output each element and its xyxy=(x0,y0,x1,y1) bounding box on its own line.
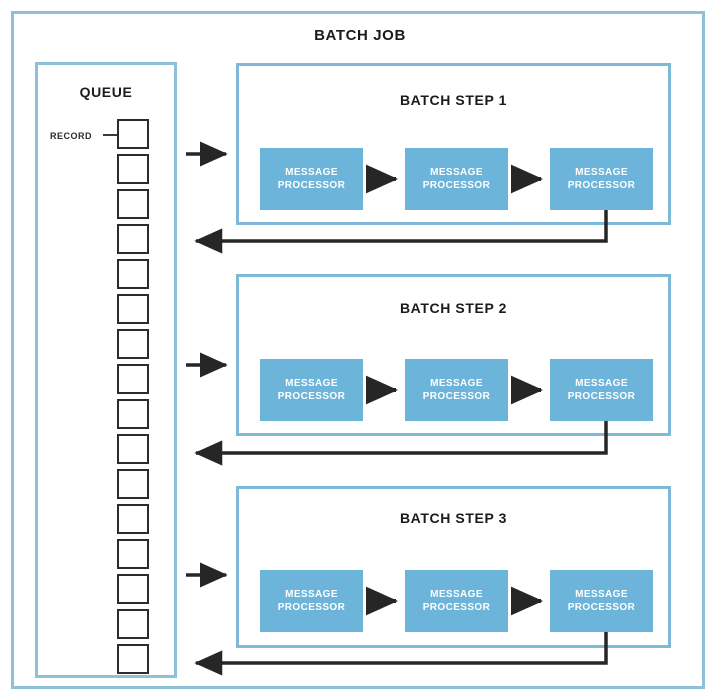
processor-label-line1: MESSAGE xyxy=(430,167,483,178)
queue-panel xyxy=(35,62,177,678)
processor-label-line1: MESSAGE xyxy=(285,167,338,178)
processor-label-line2: PROCESSOR xyxy=(277,391,346,402)
queue-record-13 xyxy=(117,539,149,569)
queue-record-5 xyxy=(117,259,149,289)
queue-record-2 xyxy=(117,154,149,184)
processor-label-line2: PROCESSOR xyxy=(567,180,636,191)
queue-record-4 xyxy=(117,224,149,254)
queue-record-14 xyxy=(117,574,149,604)
queue-record-7 xyxy=(117,329,149,359)
processor-label-line1: MESSAGE xyxy=(430,589,483,600)
batch-step-3-processor-3: MESSAGE PROCESSOR xyxy=(550,570,653,632)
processor-label-line1: MESSAGE xyxy=(285,378,338,389)
queue-record-12 xyxy=(117,504,149,534)
processor-label-line2: PROCESSOR xyxy=(567,602,636,613)
record-leader-line xyxy=(103,134,117,136)
processor-label-line1: MESSAGE xyxy=(575,167,628,178)
batch-step-1-title: BATCH STEP 1 xyxy=(399,92,508,108)
batch-step-3-title: BATCH STEP 3 xyxy=(399,510,508,526)
processor-label-line2: PROCESSOR xyxy=(422,180,491,191)
queue-record-16 xyxy=(117,644,149,674)
page-title: BATCH JOB xyxy=(314,27,406,44)
batch-step-1-processor-2: MESSAGE PROCESSOR xyxy=(405,148,508,210)
batch-step-2-title: BATCH STEP 2 xyxy=(399,300,508,316)
queue-record-1 xyxy=(117,119,149,149)
processor-label-line1: MESSAGE xyxy=(430,378,483,389)
queue-record-3 xyxy=(117,189,149,219)
queue-record-11 xyxy=(117,469,149,499)
batch-step-1-processor-3: MESSAGE PROCESSOR xyxy=(550,148,653,210)
batch-step-3-processor-1: MESSAGE PROCESSOR xyxy=(260,570,363,632)
batch-step-2-processor-2: MESSAGE PROCESSOR xyxy=(405,359,508,421)
queue-record-9 xyxy=(117,399,149,429)
processor-label-line1: MESSAGE xyxy=(575,589,628,600)
queue-record-8 xyxy=(117,364,149,394)
processor-label-line2: PROCESSOR xyxy=(277,602,346,613)
processor-label-line1: MESSAGE xyxy=(575,378,628,389)
queue-record-6 xyxy=(117,294,149,324)
processor-label-line1: MESSAGE xyxy=(285,589,338,600)
processor-label-line2: PROCESSOR xyxy=(422,602,491,613)
queue-title: QUEUE xyxy=(79,84,133,100)
processor-label-line2: PROCESSOR xyxy=(422,391,491,402)
batch-step-2-processor-3: MESSAGE PROCESSOR xyxy=(550,359,653,421)
processor-label-line2: PROCESSOR xyxy=(567,391,636,402)
batch-step-1-processor-1: MESSAGE PROCESSOR xyxy=(260,148,363,210)
record-label: RECORD xyxy=(50,131,93,141)
queue-record-10 xyxy=(117,434,149,464)
batch-step-2-processor-1: MESSAGE PROCESSOR xyxy=(260,359,363,421)
batch-step-3-processor-2: MESSAGE PROCESSOR xyxy=(405,570,508,632)
queue-record-15 xyxy=(117,609,149,639)
queue-record-stack xyxy=(117,119,149,679)
processor-label-line2: PROCESSOR xyxy=(277,180,346,191)
